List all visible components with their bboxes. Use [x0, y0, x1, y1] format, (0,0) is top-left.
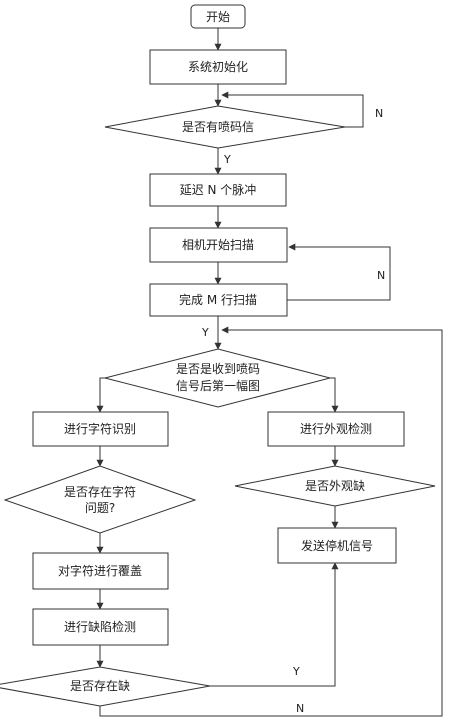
decision-appearance-defect: 是否外观缺: [234, 465, 436, 507]
decision-char-exists-label-2: 问题?: [85, 501, 115, 515]
node-finish-scan: 完成 M 行扫描: [149, 283, 288, 317]
edge-defect-yes-stop: [210, 562, 339, 687]
decision-char-exists-label-1: 是否存在字符: [64, 484, 136, 499]
node-stop-signal: 发送停机信号: [277, 527, 397, 564]
node-appearance-inspect-label: 进行外观检测: [300, 421, 372, 436]
label-code-signal-yes: Y: [223, 153, 231, 166]
decision-defect-exists: 是否存在缺: [0, 666, 211, 707]
node-defect-inspect: 进行缺陷检测: [32, 608, 169, 646]
edge-decision-char: [96, 377, 105, 413]
label-defect-no: N: [296, 702, 304, 715]
decision-first-frame-label-1: 是否是收到喷码: [176, 362, 260, 376]
node-init-label: 系统初始化: [188, 60, 248, 74]
edge-defect-no-loop: [99, 326, 443, 717]
node-delay-label: 延迟 N 个脉冲: [180, 182, 257, 197]
node-start-label: 开始: [206, 10, 230, 24]
decision-has-code-signal-label: 是否有喷码信: [182, 120, 254, 134]
node-finish-scan-label: 完成 M 行扫描: [179, 292, 257, 307]
decision-first-frame: 是否是收到喷码 信号后第一幅图: [104, 348, 332, 408]
nodes: 开始 系统初始化 是否有喷码信 延迟 N 个脉冲 相机开始扫描 完成 M 行扫描…: [0, 4, 436, 707]
label-scan-loop-no: N: [377, 269, 385, 282]
decision-first-frame-label-2: 信号后第一幅图: [176, 378, 260, 393]
node-appearance-inspect: 进行外观检测: [267, 411, 405, 447]
edge-scan-no-loop: [287, 243, 391, 301]
edge-code-signal-no-loop: [221, 91, 364, 128]
label-code-signal-no: N: [375, 107, 383, 120]
node-camera-scan: 相机开始扫描: [149, 227, 288, 263]
node-stop-signal-label: 发送停机信号: [301, 538, 373, 553]
node-char-recognition-label: 进行字符识别: [64, 421, 136, 436]
node-cover-chars: 对字符进行覆盖: [32, 552, 169, 590]
decision-appearance-defect-label: 是否外观缺: [305, 478, 365, 493]
node-delay: 延迟 N 个脉冲: [149, 173, 287, 207]
edge-labels: N Y N Y Y N: [201, 107, 385, 715]
edge-decision-appearance: [330, 377, 339, 413]
node-char-recognition: 进行字符识别: [32, 411, 169, 447]
label-defect-yes: Y: [292, 665, 300, 678]
decision-char-exists: 是否存在字符 问题?: [3, 465, 197, 534]
decision-defect-exists-label: 是否存在缺: [70, 678, 130, 693]
node-cover-chars-label: 对字符进行覆盖: [58, 563, 142, 578]
node-start: 开始: [190, 4, 246, 29]
node-defect-inspect-label: 进行缺陷检测: [64, 619, 136, 634]
label-finish-yes: Y: [201, 326, 209, 339]
node-camera-scan-label: 相机开始扫描: [182, 238, 254, 252]
decision-has-code-signal: 是否有喷码信: [104, 105, 346, 149]
edges: [96, 28, 443, 717]
node-init: 系统初始化: [149, 49, 287, 85]
